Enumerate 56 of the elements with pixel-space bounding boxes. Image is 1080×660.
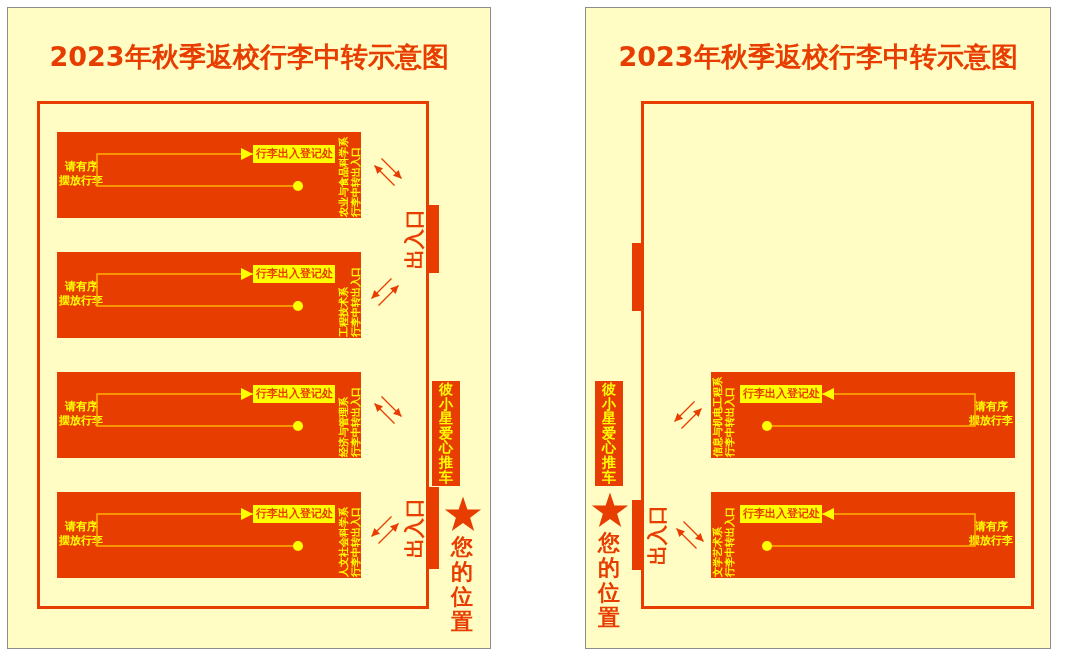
location-label: 您的位置 [598,530,621,630]
connector-arrow [96,508,294,547]
zone-box [711,372,1015,458]
registration-sign: 行李出入登记处 [253,145,335,163]
department-label: 行李中转出入口 [350,146,362,217]
registration-sign: 行李出入登记处 [740,505,822,523]
connector-arrow [96,388,294,427]
zone-box [57,252,361,338]
department-label: 行李中转出入口 [350,266,362,337]
department-label: 文学艺术系 [712,526,724,577]
registration-sign: 行李出入登记处 [740,385,822,403]
title-text: 2023年秋季返校行李中转示意图 [48,41,450,73]
department-label: 农业与食品科学系 [338,136,350,217]
connector-arrow [771,388,976,427]
registration-sign: 行李出入登记处 [253,505,335,523]
department-label: 经济与管理系 [338,396,350,457]
dot-marker [293,421,303,431]
building-outline [641,101,1034,609]
instruction-text: 请有序摆放行李 [59,160,104,188]
dot-marker [293,541,303,551]
entrance-label: 出入口 [402,497,426,560]
zone-box [57,132,361,218]
title-text: 2023年秋季返校行李中转示意图 [617,41,1019,73]
dot-marker [293,301,303,311]
location-label: 您的位置 [451,534,474,634]
zone-box [711,492,1015,578]
entrance-bar [632,243,643,311]
department-label: 人文社会科学系 [338,506,350,577]
department-label: 行李中转出入口 [350,386,362,457]
zone-box [57,372,361,458]
instruction-text: 请有序摆放行李 [59,520,104,548]
connector-arrow [96,148,294,187]
dot-marker [293,181,303,191]
cart-sign: 彼小星爱心推车 [432,381,460,486]
registration-sign: 行李出入登记处 [253,265,335,283]
instruction-text: 请有序摆放行李 [59,400,104,428]
panel-frame [585,7,1051,649]
department-label: 行李中转出入口 [724,386,736,457]
entrance-label: 出入口 [645,504,669,567]
zone-box [57,492,361,578]
department-label: 工程技术系 [338,286,350,337]
dot-marker [762,421,772,431]
department-label: 行李中转出入口 [350,506,362,577]
dot-marker [762,541,772,551]
department-label: 行李中转出入口 [724,506,736,577]
connector-arrow [96,268,294,307]
instruction-text: 请有序摆放行李 [969,520,1014,548]
instruction-text: 请有序摆放行李 [59,280,104,308]
cart-sign: 彼小星爱心推车 [595,381,623,486]
panel-frame [7,7,491,649]
instruction-text: 请有序摆放行李 [969,400,1014,428]
building-outline [37,101,429,609]
connector-arrow [771,508,976,547]
department-label: 信息与机电工程系 [712,376,724,457]
registration-sign: 行李出入登记处 [253,385,335,403]
entrance-label: 出入口 [402,208,426,271]
